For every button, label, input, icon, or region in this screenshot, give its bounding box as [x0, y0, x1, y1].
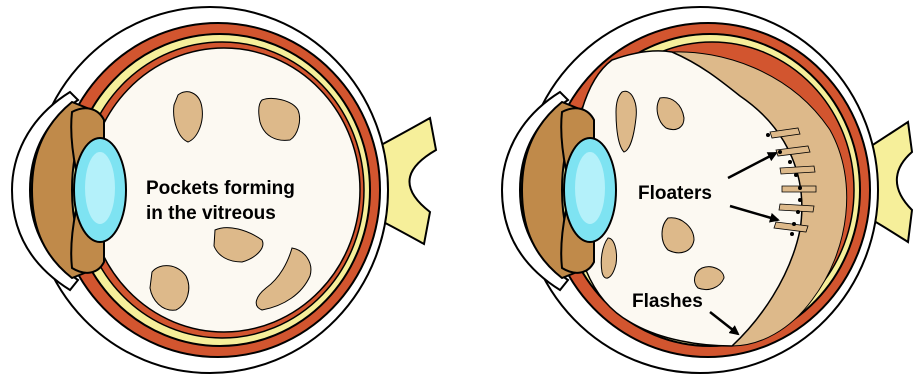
right-eye: Floaters Flashes: [502, 7, 912, 373]
left-caption-line2: in the vitreous: [146, 203, 276, 224]
floaters-label: Floaters: [638, 183, 712, 204]
flashes-label: Flashes: [632, 291, 703, 312]
left-lens-highlight: [85, 152, 115, 224]
right-lens-highlight: [575, 152, 605, 224]
left-eye: Pockets forming in the vitreous: [12, 7, 436, 373]
left-caption-line1: Pockets forming: [146, 178, 295, 199]
